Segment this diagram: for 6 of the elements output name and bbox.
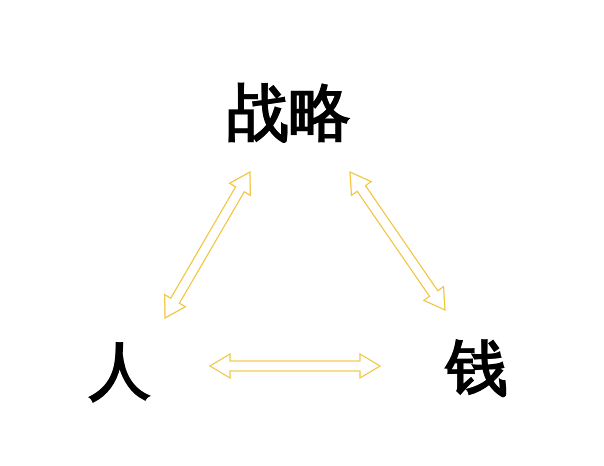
double-arrow — [349, 170, 446, 312]
node-label: 人 — [89, 340, 151, 402]
double-arrow — [208, 352, 382, 380]
node-label: 钱 — [446, 337, 508, 399]
node-label: 战略 — [227, 82, 351, 144]
double-arrow — [164, 170, 251, 320]
